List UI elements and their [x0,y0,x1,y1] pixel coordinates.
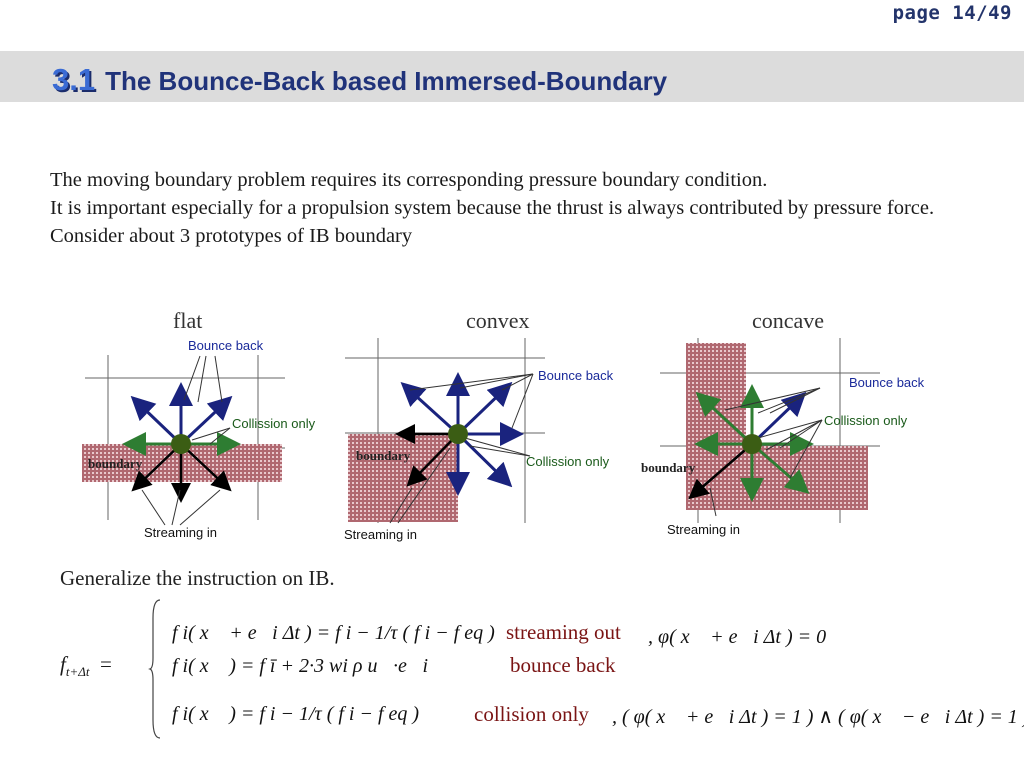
condition-collision-only: , ( φ( x⃗ + e⃗i Δt ) = 1 ) ∧ ( φ( x⃗ − e… [612,706,1024,728]
node-marker [171,434,191,454]
diagram-label-flat: flat [173,308,203,333]
streaming-label: Streaming in [667,522,740,537]
section-number: 3.1 [52,62,96,97]
label-bounce-back: bounce back [510,653,616,677]
boundary-label: boundary [356,448,411,463]
intro-line: The moving boundary problem requires its… [50,169,768,191]
diagram-flat: Bounce back Collission only boundary Str… [82,338,316,540]
boundary-region [348,434,458,522]
generalize-text: Generalize the instruction on IB. [60,566,335,590]
diagram-convex: Bounce back Collission only boundary Str… [344,338,614,542]
slide-title: 3.1 The Bounce-Back based Immersed-Bound… [52,62,667,98]
title-bar [0,51,1024,102]
bounce-back-label: Bounce back [188,338,264,353]
equation-streaming-out: f i( x⃗ + e⃗i Δt ) = f i − 1/τ ( f i − f… [172,622,495,644]
label-collision-only: collision only [474,702,589,726]
boundary-label: boundary [88,456,143,471]
diagram-label-convex: convex [466,308,530,333]
streaming-label: Streaming in [144,525,217,540]
equation-bounce-back: f i( x⃗ ) = f ī + 2·3 wi ρ u⃗·e⃗i [172,655,429,677]
node-marker [742,434,762,454]
boundary-label: boundary [641,460,696,475]
diagram-label-concave: concave [752,308,825,333]
collision-label: Collission only [824,413,908,428]
collision-label: Collission only [232,416,316,431]
label-streaming-out: streaming out [506,620,621,644]
bounce-back-label: Bounce back [849,375,925,390]
collision-label: Collission only [526,454,610,469]
intro-line: Consider about 3 prototypes of IB bounda… [50,225,413,247]
streaming-label: Streaming in [344,527,417,542]
bounce-back-label: Bounce back [538,368,614,383]
lhs-function: ft+Δt = [60,652,112,680]
node-marker [448,424,468,444]
equation-collision-only: f i( x⃗ ) = f i − 1/τ ( f i − f eq ) [172,703,420,725]
intro-text: The moving boundary problem requires its… [50,166,990,250]
condition-streaming-out: , φ( x⃗ + e⃗i Δt ) = 0 [648,626,827,648]
brace [148,599,161,739]
boundary-region [686,343,868,510]
title-text: The Bounce-Back based Immersed-Boundary [105,66,668,96]
page-number: page 14/49 [892,2,1012,24]
diagram-concave: Bounce back Collission only boundary Str… [641,338,925,537]
intro-line: It is important especially for a propuls… [50,197,935,219]
